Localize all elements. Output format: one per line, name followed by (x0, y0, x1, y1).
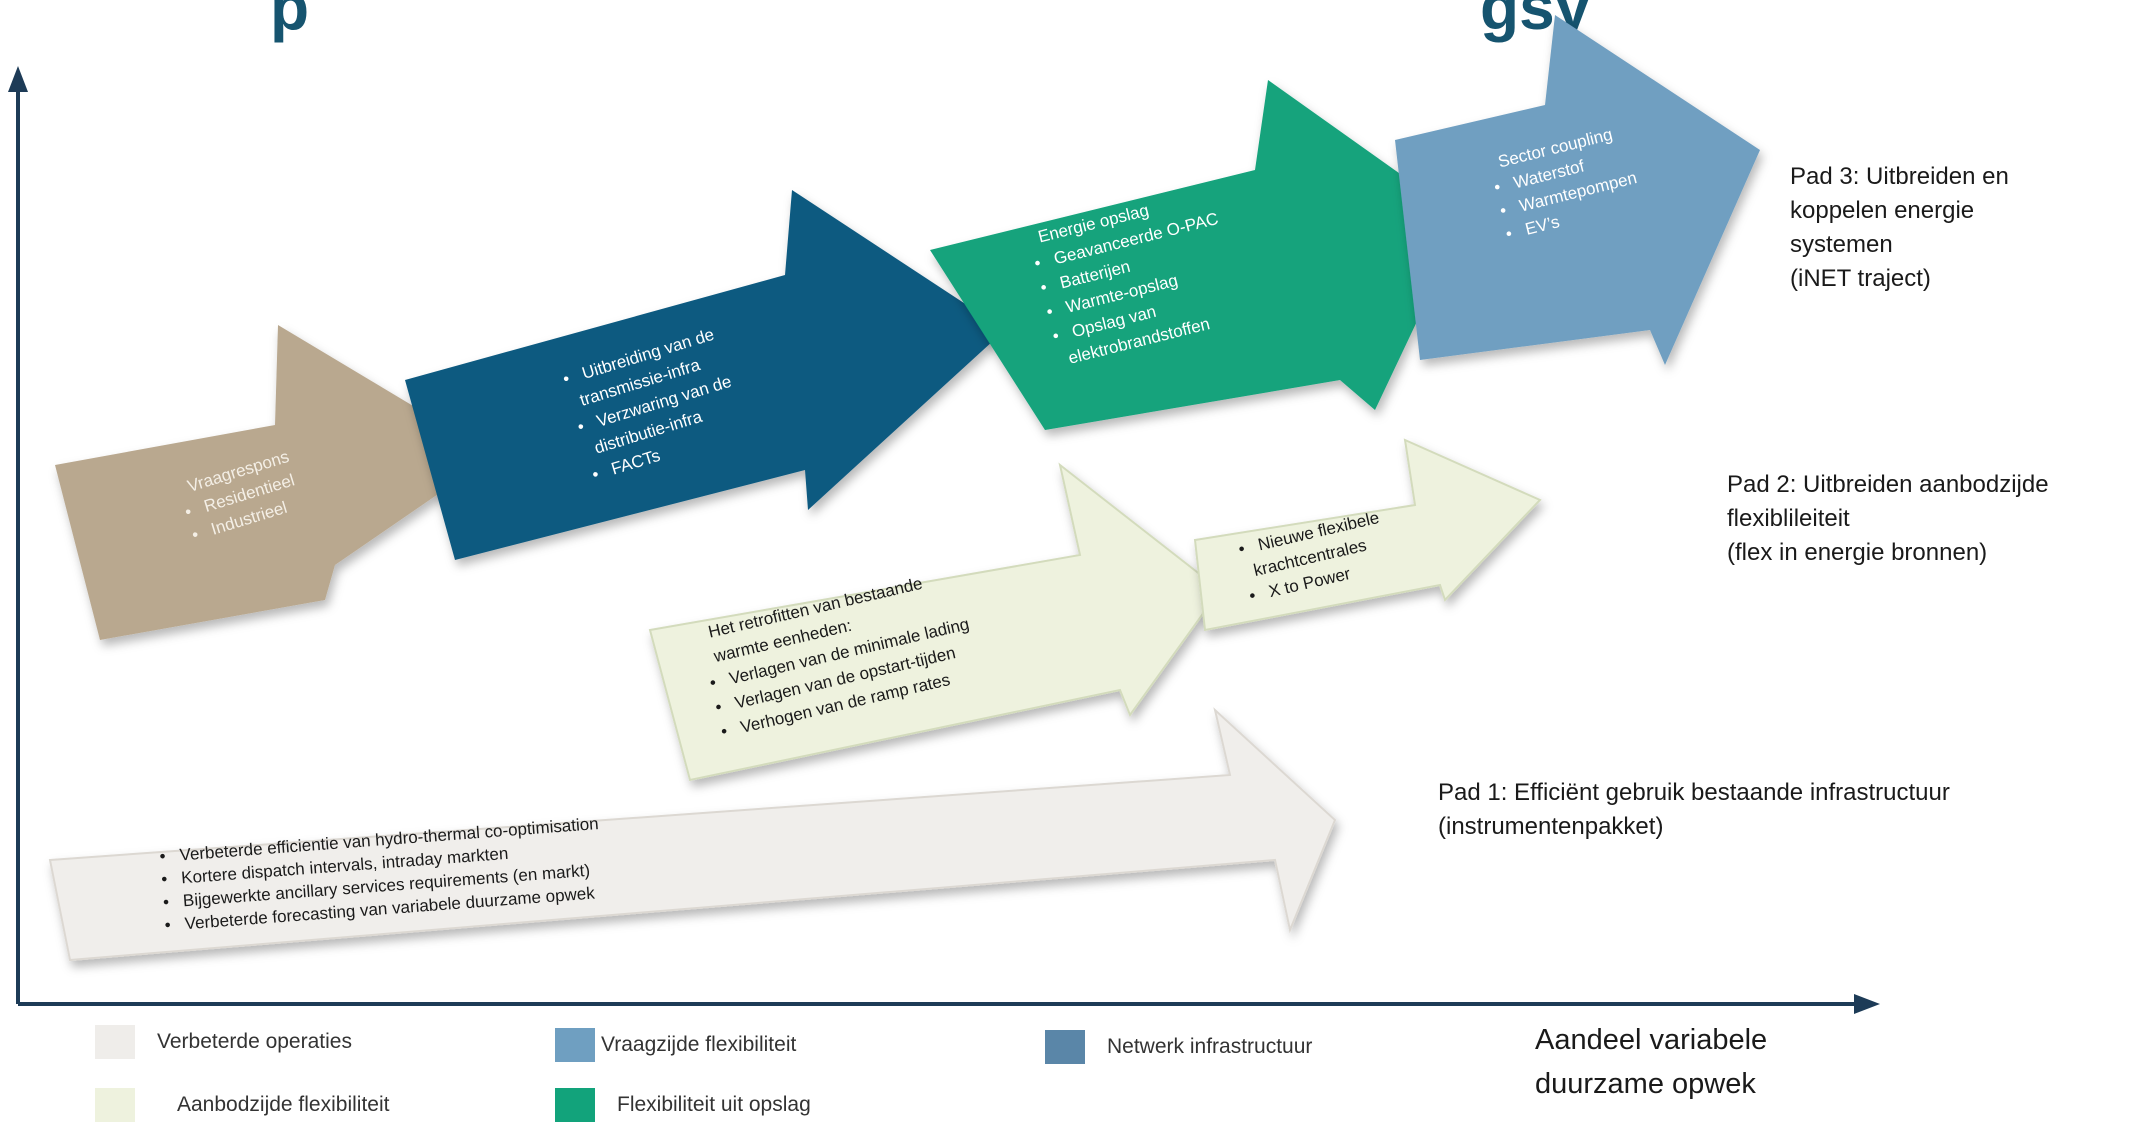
x-axis-arrowhead (1854, 994, 1880, 1014)
legend-item-vraagzijde: Vraagzijde flexibiliteit (555, 1028, 796, 1062)
legend-label: Verbeterde operaties (157, 1030, 352, 1053)
arrow-retrofit (648, 462, 1222, 782)
arrow-vraagrespons (55, 325, 495, 640)
path-label-1: Pad 1: Efficiënt gebruik bestaande infra… (1438, 776, 1950, 844)
axes (8, 66, 1880, 1014)
pad3-line: systemen (1790, 231, 1893, 258)
arrow-transmissie (405, 190, 1005, 560)
bullet-icon: • (1051, 326, 1061, 346)
bullet-icon: • (159, 847, 166, 866)
bullet-icon: • (190, 525, 201, 545)
bullet-icon: • (1237, 539, 1247, 559)
legend-swatch (555, 1028, 595, 1062)
bullet-icon: • (1032, 253, 1042, 273)
legend-swatch (555, 1088, 595, 1122)
legend-item-netwerk: Netwerk infrastructuur (1045, 1030, 1312, 1064)
legend-label: Vraagzijde flexibiliteit (601, 1033, 797, 1056)
bullet-icon: • (590, 465, 601, 485)
pad2-line: Pad 2: Uitbreiden aanbodzijde (1727, 471, 2049, 498)
bullet-icon: • (162, 892, 169, 911)
legend-item-opslag: Flexibiliteit uit opslag (555, 1088, 811, 1122)
pad3-line: (iNET traject) (1790, 265, 1931, 292)
path-label-3: Pad 3: Uitbreiden en koppelen energie sy… (1790, 160, 2009, 296)
bullet-icon: • (575, 417, 586, 437)
x-axis-label-line: duurzame opwek (1535, 1068, 1756, 1100)
arrow-verbeterde-operaties (48, 707, 1337, 962)
bullet-icon: • (713, 697, 723, 717)
pad1-line: (instrumentenpakket) (1438, 813, 1664, 840)
bullet-icon: • (1247, 586, 1257, 606)
bullet-icon: • (1504, 224, 1514, 244)
bullet-icon: • (161, 870, 168, 889)
x-axis-label: Aandeel variabele duurzame opwek (1535, 1018, 1767, 1106)
legend-label: Flexibiliteit uit opslag (617, 1093, 811, 1116)
bullet-icon: • (561, 369, 572, 389)
bullet-icon: • (1492, 177, 1502, 197)
legend-label: Aanbodzijde flexibiliteit (177, 1093, 390, 1116)
arrow-text-sector: Sector coupling•Waterstof•Warmtepompen•E… (1492, 125, 1639, 244)
legend-swatch (95, 1025, 135, 1059)
bullet-icon: • (719, 721, 729, 741)
bullet-icon: • (183, 502, 194, 522)
bullet-icon: • (164, 915, 171, 934)
pad2-line: (flex in energie bronnen) (1727, 539, 1988, 566)
bullet-icon: • (1038, 278, 1048, 298)
y-axis-arrowhead (8, 66, 28, 92)
pad3-line: Pad 3: Uitbreiden en (1790, 163, 2009, 190)
legend-swatch (1045, 1030, 1085, 1064)
pad2-line: flexiblileiteit (1727, 505, 1850, 532)
legend-swatch (95, 1088, 135, 1122)
arrow-sector-coupling (1395, 15, 1760, 365)
bullet-icon: • (1045, 302, 1055, 322)
x-axis-label-line: Aandeel variabele (1535, 1024, 1768, 1056)
pad1-line: Pad 1: Efficiënt gebruik bestaande infra… (1438, 779, 1950, 806)
legend-label: Netwerk infrastructuur (1107, 1035, 1313, 1058)
title-fragment-left: p (270, 0, 311, 43)
arrow-nieuwe-krachtcentrales (1193, 438, 1542, 632)
bullet-icon: • (708, 673, 718, 693)
pad3-line: koppelen energie (1790, 197, 1975, 224)
bullet-icon: • (1498, 201, 1508, 221)
legend-item-aanbodzijde: Aanbodzijde flexibiliteit (95, 1088, 389, 1122)
legend-item-verbeterde-operaties: Verbeterde operaties (95, 1025, 352, 1059)
arrow-energie-opslag (930, 80, 1465, 430)
path-label-2: Pad 2: Uitbreiden aanbodzijde flexiblile… (1727, 468, 2049, 570)
